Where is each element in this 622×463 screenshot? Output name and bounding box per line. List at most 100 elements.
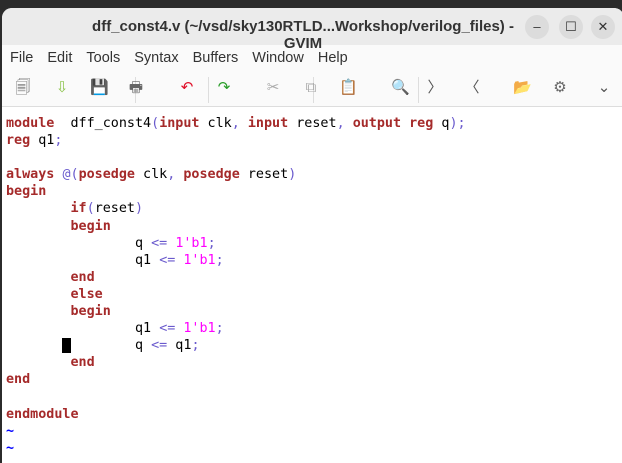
keyword: always bbox=[6, 167, 55, 183]
code-line: begin bbox=[6, 218, 622, 235]
toolbar-separator bbox=[313, 77, 314, 103]
code-line: begin bbox=[6, 303, 622, 320]
code-text bbox=[6, 287, 71, 302]
code-line: end bbox=[6, 354, 622, 371]
code-line: end bbox=[6, 269, 622, 286]
code-text: reset bbox=[288, 116, 337, 131]
code-line: if(reset) bbox=[6, 200, 622, 217]
empty-line-tilde: ~ bbox=[6, 440, 15, 456]
menu-help[interactable]: Help bbox=[317, 50, 348, 66]
code-line: q1 <= 1'b1; bbox=[6, 320, 622, 337]
punctuation: , bbox=[167, 167, 176, 183]
menu-syntax[interactable]: Syntax bbox=[134, 50, 179, 66]
menu-window[interactable]: Window bbox=[252, 50, 304, 66]
punctuation: ( bbox=[86, 201, 95, 217]
code-line: always @(posedge clk, posedge reset) bbox=[6, 166, 622, 183]
menu-bar: File Edit Tools Syntax Buffers Window Help bbox=[2, 45, 622, 71]
code-text: q bbox=[70, 338, 152, 354]
code-line: endmodule bbox=[6, 406, 622, 423]
keyword: module bbox=[6, 116, 55, 131]
keyword: input bbox=[159, 116, 200, 131]
code-text: reset bbox=[94, 201, 135, 217]
code-line bbox=[6, 389, 622, 406]
window-title: dff_const4.v (~/vsd/sky130RTLD...Worksho… bbox=[92, 18, 514, 52]
open-file-icon[interactable]: 🗐 bbox=[15, 79, 31, 96]
keyword: posedge bbox=[78, 167, 135, 183]
keyword: begin bbox=[6, 184, 47, 200]
code-text: reset bbox=[239, 167, 289, 183]
paste-icon[interactable]: 📋 bbox=[339, 79, 358, 96]
punctuation: <= bbox=[159, 321, 176, 337]
editor-area[interactable]: module dff_const4 ( input clk, input reset… bbox=[2, 113, 622, 463]
code-text: q1 bbox=[30, 133, 55, 149]
code-line: module dff_const4(input clk, input reset… bbox=[6, 115, 622, 132]
punctuation: ); bbox=[449, 116, 466, 131]
menu-edit[interactable]: Edit bbox=[47, 50, 73, 66]
make-icon[interactable]: ⚙ bbox=[553, 79, 567, 96]
chevron-down-icon[interactable]: ⌄ bbox=[597, 79, 611, 96]
toolbar-separator bbox=[208, 77, 209, 103]
code-line: begin bbox=[6, 183, 622, 200]
code-text: clk bbox=[135, 167, 168, 183]
keyword: if bbox=[70, 201, 87, 217]
code-text bbox=[345, 116, 353, 131]
toolbar: 🗐 ⇩ 💾 🖶 ↶ ↷ ✂ ⧉ 📋 🔍 〉 〈 📂 ⚙ ⌄ bbox=[2, 71, 622, 107]
keyword: posedge bbox=[183, 167, 240, 183]
punctuation: ) bbox=[135, 201, 144, 217]
code-line bbox=[6, 149, 622, 166]
find-replace-icon[interactable]: 🔍 bbox=[391, 79, 410, 96]
cut-icon[interactable]: ✂ bbox=[266, 79, 280, 96]
number-literal: 1'b1 bbox=[175, 235, 208, 251]
keyword: endmodule bbox=[6, 406, 79, 422]
punctuation: ; bbox=[207, 235, 216, 251]
keyword: end bbox=[70, 355, 95, 371]
menu-buffers[interactable]: Buffers bbox=[192, 50, 239, 66]
code-text bbox=[6, 304, 71, 319]
code-text: clk bbox=[199, 116, 232, 131]
code-text: dff_const4 bbox=[54, 116, 152, 131]
punctuation: <= bbox=[151, 235, 168, 251]
punctuation: ; bbox=[54, 133, 63, 149]
empty-line-tilde: ~ bbox=[6, 423, 15, 439]
load-session-icon[interactable]: ⇩ bbox=[55, 79, 69, 96]
keyword: input bbox=[247, 116, 289, 131]
code-text: q bbox=[6, 235, 152, 251]
load-script-icon[interactable]: 📂 bbox=[513, 79, 532, 96]
punctuation: <= bbox=[159, 252, 176, 268]
code-text bbox=[6, 355, 71, 370]
close-button[interactable]: ✕ bbox=[591, 15, 615, 39]
menu-tools[interactable]: Tools bbox=[86, 50, 121, 66]
keyword: reg bbox=[6, 133, 31, 149]
print-icon[interactable]: 🖶 bbox=[128, 79, 144, 96]
menu-file[interactable]: File bbox=[10, 50, 34, 66]
undo-icon[interactable]: ↶ bbox=[180, 79, 194, 96]
save-icon[interactable]: 💾 bbox=[90, 79, 109, 96]
title-bar: dff_const4.v (~/vsd/sky130RTLD...Worksho… bbox=[2, 8, 622, 52]
punctuation: ; bbox=[191, 338, 200, 354]
code-line: q <= q1; bbox=[6, 337, 622, 354]
code-line: ~ bbox=[6, 423, 622, 440]
code-text bbox=[6, 338, 62, 353]
code-text bbox=[240, 116, 248, 131]
minimize-button[interactable]: – bbox=[525, 15, 549, 39]
empty-line-tilde: ~ bbox=[6, 458, 14, 463]
find-next-icon[interactable]: 〉 bbox=[427, 79, 443, 96]
keyword: begin bbox=[70, 218, 111, 234]
maximize-button[interactable]: ☐ bbox=[559, 15, 583, 39]
keyword: output bbox=[352, 116, 402, 131]
code-buffer[interactable]: module dff_const4 ( input clk, input reset… bbox=[2, 113, 622, 463]
redo-icon[interactable]: ↷ bbox=[217, 79, 231, 96]
code-text bbox=[6, 219, 71, 234]
code-line: q <= 1'b1; bbox=[6, 235, 622, 252]
punctuation: <= bbox=[151, 338, 168, 354]
keyword: end bbox=[70, 269, 95, 285]
find-previous-icon[interactable]: 〈 bbox=[464, 79, 480, 96]
keyword: end bbox=[6, 372, 31, 388]
toolbar-separator bbox=[418, 77, 419, 103]
code-text: q1 bbox=[167, 338, 192, 354]
copy-icon[interactable]: ⧉ bbox=[305, 79, 317, 96]
punctuation: , bbox=[231, 116, 240, 131]
code-text: q1 bbox=[6, 321, 160, 337]
number-literal: 1'b1 bbox=[183, 321, 216, 337]
code-text: q1 bbox=[6, 252, 160, 268]
